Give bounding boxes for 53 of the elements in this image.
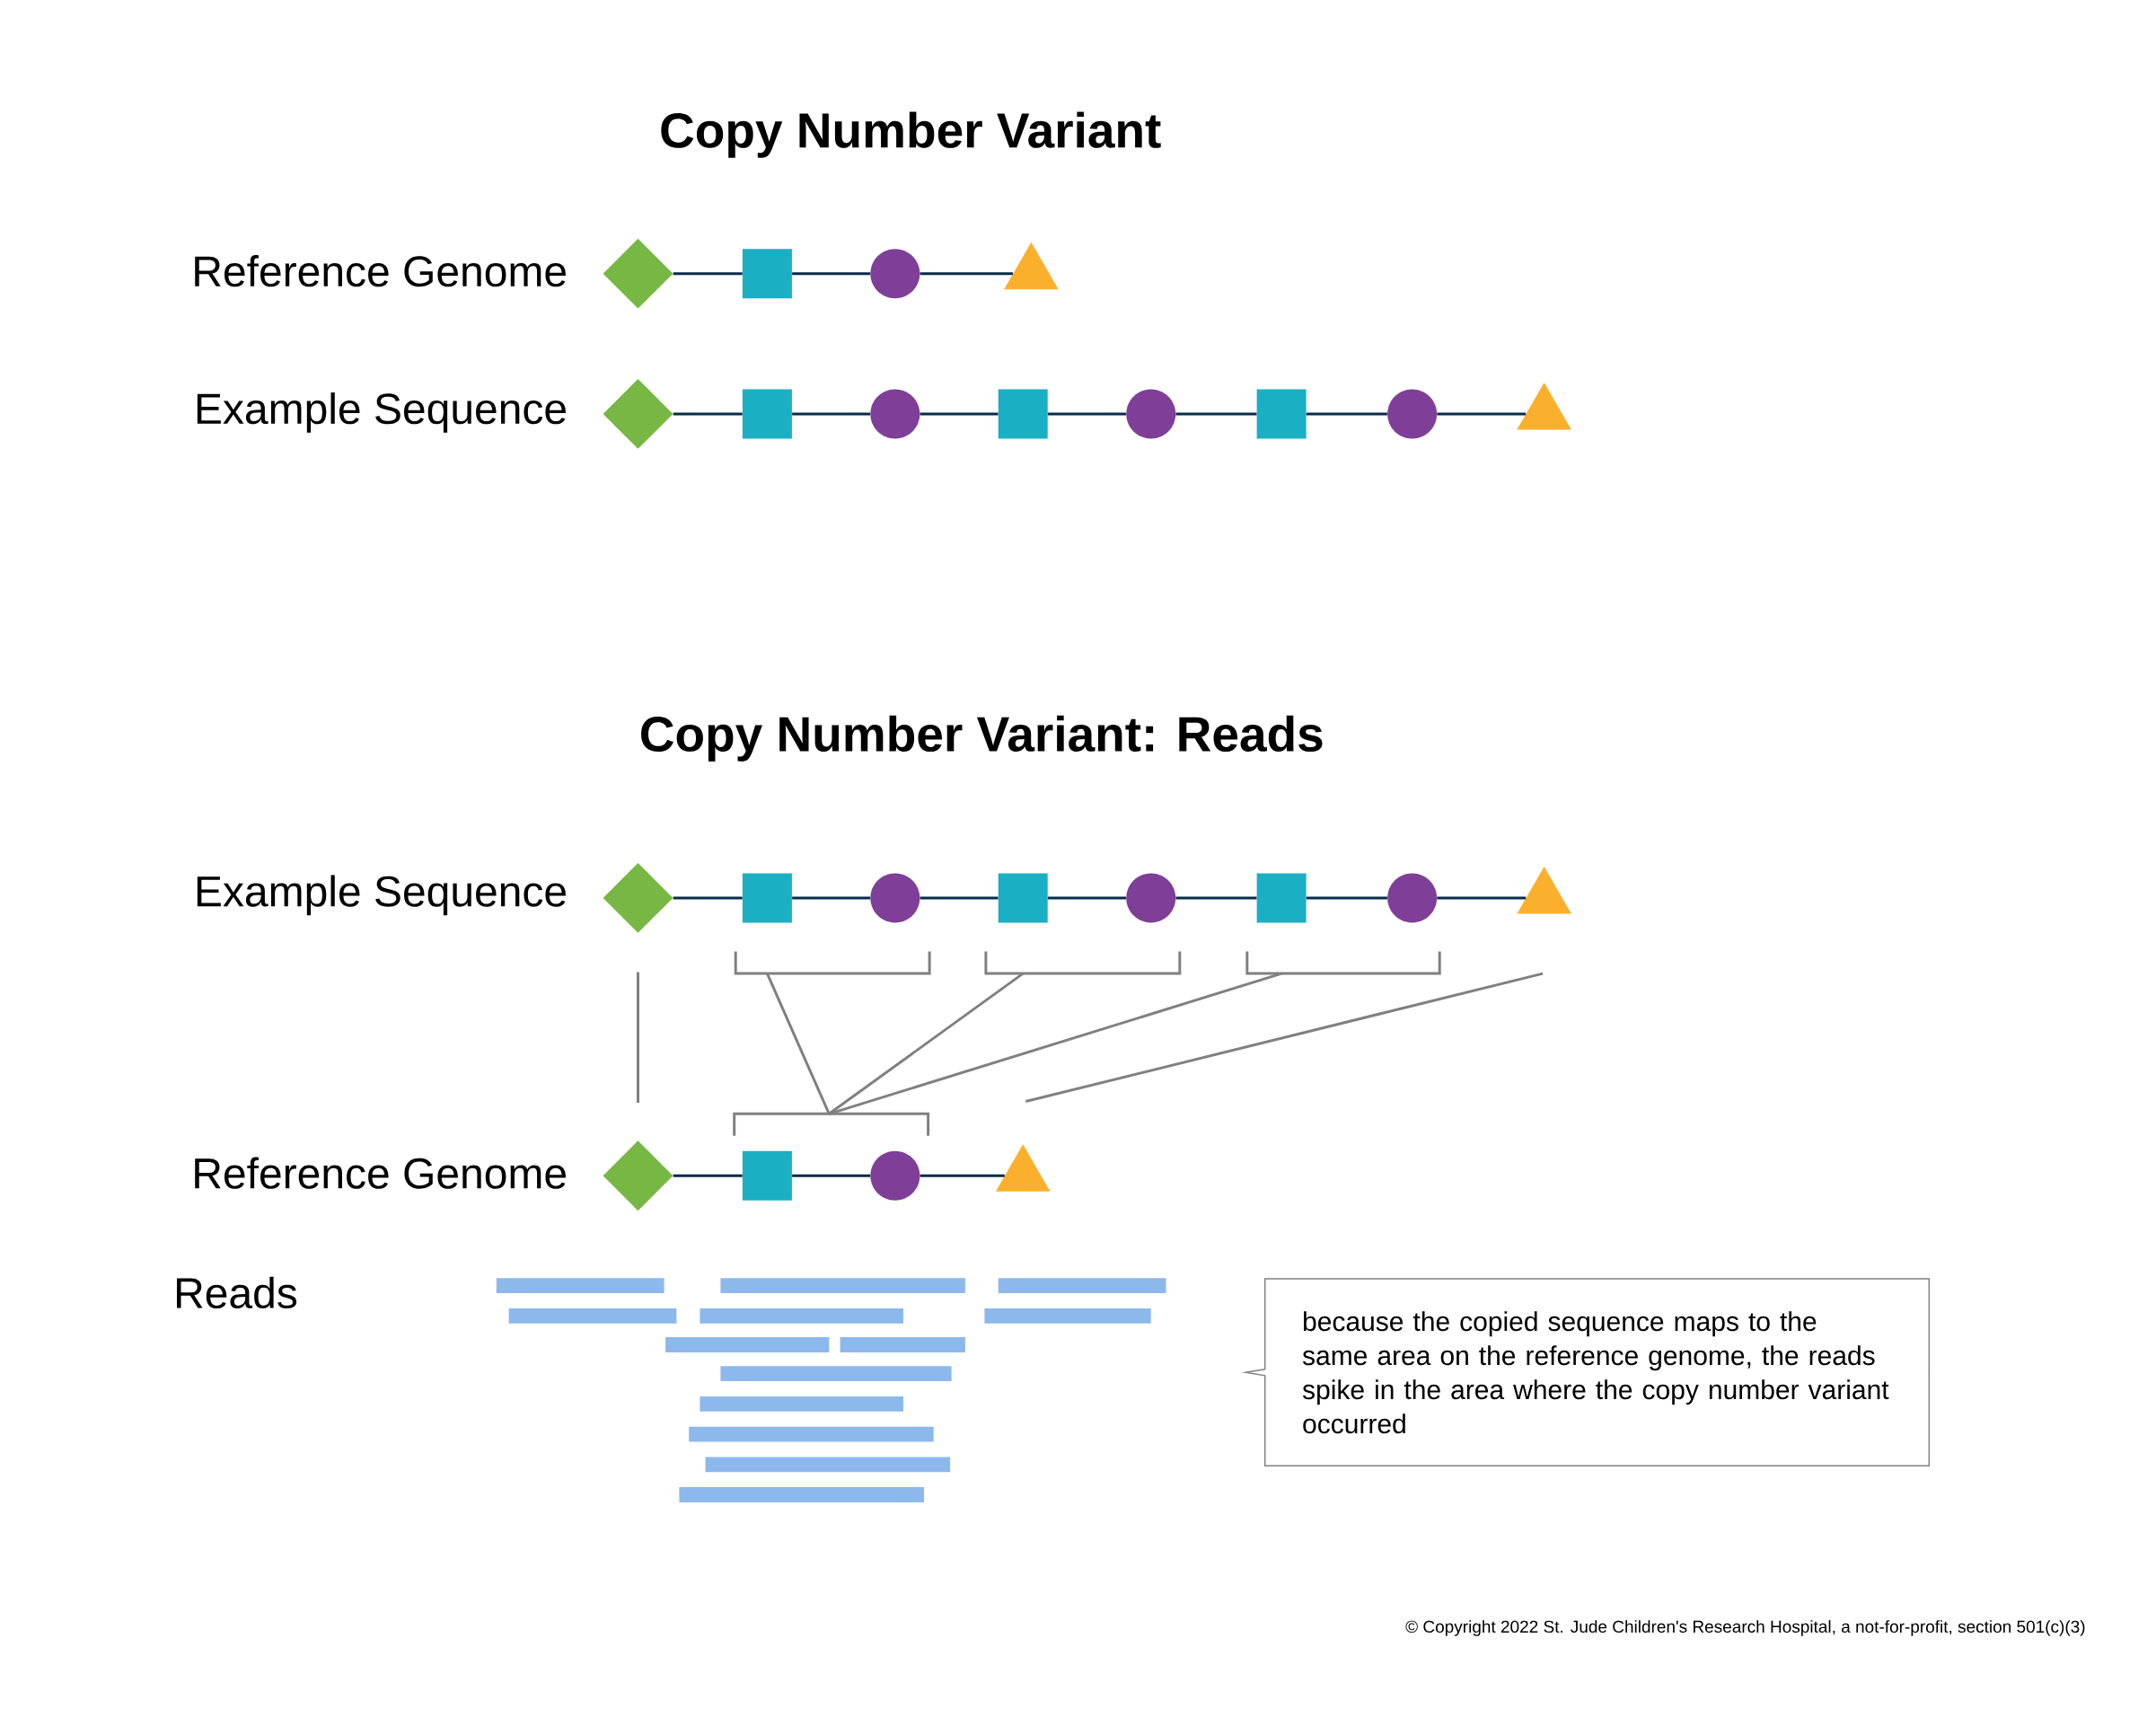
- circle-marker: [870, 873, 920, 923]
- connector-line: [673, 896, 743, 900]
- connector-line: [1306, 412, 1387, 416]
- square-marker: [742, 873, 792, 923]
- connector-line: [792, 272, 871, 276]
- connector-line: [920, 896, 999, 900]
- connector-line: [1306, 896, 1387, 900]
- diamond-marker: [603, 1140, 673, 1211]
- row-label: Reads: [177, 1276, 297, 1309]
- connector-line: [1175, 412, 1257, 416]
- square-marker: [742, 389, 792, 439]
- connector-line: [920, 1174, 1005, 1177]
- triangle-marker: [1517, 866, 1571, 914]
- square-marker: [742, 1150, 792, 1201]
- heading: Copy Number Variant: [661, 111, 1161, 158]
- circle-marker: [870, 1150, 920, 1201]
- square-marker: [998, 389, 1048, 439]
- square-marker: [1256, 389, 1307, 439]
- connector-line: [792, 1174, 871, 1177]
- connector-line: [1437, 896, 1527, 900]
- connector-line: [1047, 412, 1126, 416]
- connector-line: [1437, 412, 1527, 416]
- square-marker: [998, 873, 1048, 923]
- circle-marker: [870, 249, 920, 299]
- circle-marker: [1126, 389, 1176, 439]
- heading: Copy Number Variant: Reads: [641, 715, 1323, 762]
- circle-marker: [870, 389, 920, 439]
- connector-line: [673, 1174, 743, 1177]
- square-marker: [742, 249, 792, 299]
- triangle-marker: [995, 1144, 1051, 1192]
- row-label: Example Sequence: [197, 875, 566, 916]
- diamond-marker: [603, 238, 673, 309]
- diamond-marker: [603, 863, 673, 933]
- row-label: Example Sequence: [197, 392, 566, 433]
- callout-box: because the copied sequence maps to the same area on the reference genome, the reads spike in the area where the copy number variant occurred: [1241, 1278, 1931, 1467]
- triangle-marker: [1004, 242, 1059, 290]
- connector-line: [792, 412, 871, 416]
- connector-line: [673, 272, 743, 276]
- diamond-marker: [603, 379, 673, 449]
- connector-line: [673, 412, 743, 416]
- circle-marker: [1387, 389, 1438, 439]
- row-label: Reference Genome: [195, 1157, 566, 1189]
- square-marker: [1256, 873, 1307, 923]
- connector-line: [792, 896, 871, 900]
- circle-marker: [1387, 873, 1438, 923]
- connector-line: [1047, 896, 1126, 900]
- connector-line: [1175, 896, 1257, 900]
- triangle-marker: [1517, 382, 1571, 430]
- connector-line: [920, 412, 999, 416]
- connector-line: [920, 272, 1013, 276]
- circle-marker: [1126, 873, 1176, 923]
- copyright-note: © Copyright 2022 St. Jude Children's Research Hospital, a not-for-profit, section 501(c)(3): [1405, 1620, 2085, 1636]
- row-label: Reference Genome: [195, 255, 566, 287]
